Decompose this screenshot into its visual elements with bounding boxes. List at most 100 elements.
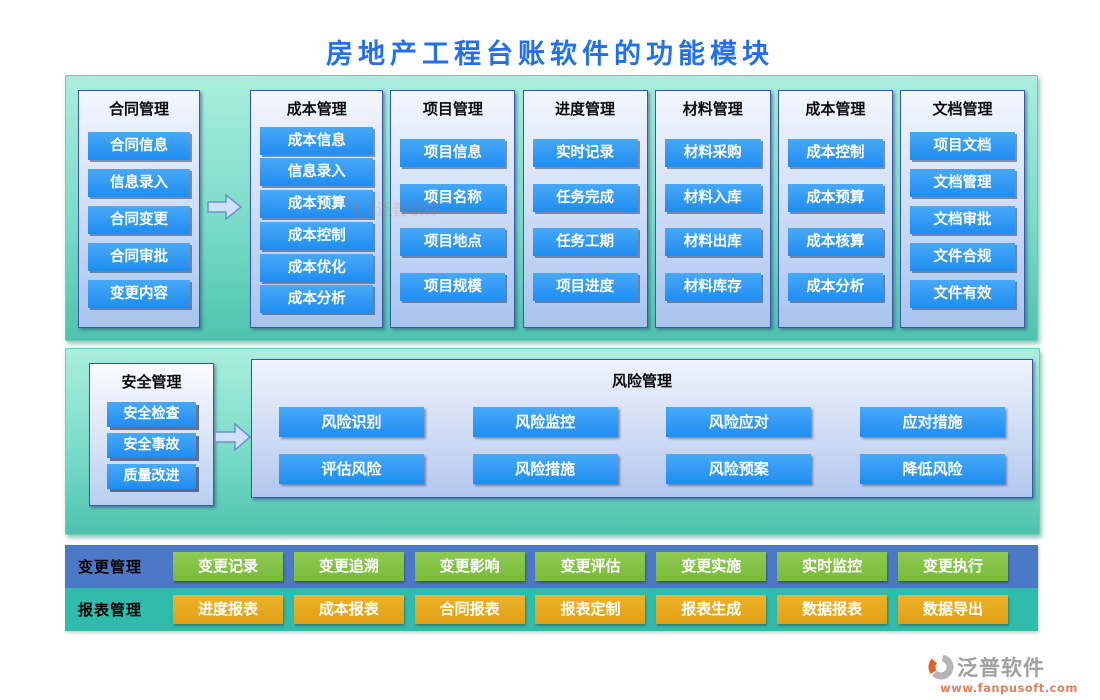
column-header: 成本管理: [286, 100, 347, 118]
flow-arrow-icon: [207, 193, 243, 221]
column-header: 文档管理: [932, 100, 993, 118]
module-item: 文件有效: [909, 280, 1015, 308]
fanpu-logo-icon: [928, 654, 954, 680]
brand-watermark: 泛普软件: [352, 196, 440, 220]
module-item: 成本分析: [260, 285, 374, 314]
module-column-cost-2: 成本管理 成本控制 成本预算 成本核算 成本分析: [777, 90, 893, 328]
module-item: 材料入库: [664, 183, 761, 212]
module-item: 合同变更: [88, 206, 190, 234]
module-item: 项目进度: [532, 272, 638, 301]
report-item: 进度报表: [173, 595, 283, 624]
panel-header: 风险管理: [611, 372, 672, 390]
module-item: 项目信息: [400, 139, 506, 168]
bar-label: 报表管理: [78, 601, 143, 619]
module-item: 成本信息: [260, 126, 374, 155]
column-items: 项目信息 项目名称 项目地点 项目规模: [391, 121, 514, 327]
risk-item: 应对措施: [859, 407, 1005, 437]
risk-item: 风险监控: [472, 407, 618, 437]
module-item: 实时记录: [532, 139, 638, 168]
risk-item: 风险应对: [666, 407, 812, 437]
column-items: 成本控制 成本预算 成本核算 成本分析: [779, 121, 892, 327]
module-item: 成本控制: [787, 139, 883, 168]
module-item: 合同信息: [88, 132, 190, 160]
module-column-project: 项目管理 项目信息 项目名称 项目地点 项目规模: [390, 90, 516, 328]
page-title: 房地产工程台账软件的功能模块: [326, 39, 774, 71]
column-header: 成本管理: [805, 100, 866, 118]
change-item: 变更实施: [656, 552, 767, 581]
module-column-cost-1: 成本管理 成本信息 信息录入 成本预算 成本控制 成本优化 成本分析: [250, 90, 384, 328]
safety-panel: 安全管理 安全检查 安全事故 质量改进: [89, 363, 214, 506]
column-items: 项目文档 文档管理 文档审批 文件合规 文件有效: [901, 121, 1024, 327]
report-item: 数据报表: [777, 595, 888, 624]
column-header: 合同管理: [108, 100, 169, 118]
watermark-text: 泛普软件: [376, 200, 441, 219]
column-header: 项目管理: [422, 100, 483, 118]
column-header: 进度管理: [555, 100, 616, 118]
safety-item: 安全检查: [107, 402, 196, 427]
module-item: 项目文档: [909, 132, 1015, 160]
module-item: 项目规模: [400, 272, 506, 301]
module-item: 任务工期: [532, 228, 638, 257]
change-management-bar: 变更管理 变更记录 变更追溯 变更影响 变更评估 变更实施 实时监控 变更执行: [65, 545, 1038, 588]
module-column-progress: 进度管理 实时记录 任务完成 任务工期 项目进度: [522, 90, 648, 328]
module-item: 文件合规: [909, 243, 1015, 271]
report-item: 报表定制: [535, 595, 646, 624]
column-items: 实时记录 任务完成 任务工期 项目进度: [524, 121, 647, 327]
module-item: 项目地点: [400, 228, 506, 257]
fanpu-logo-icon: [352, 197, 374, 219]
module-item: 成本分析: [787, 272, 883, 301]
module-item: 合同审批: [88, 243, 190, 271]
change-item: 变更影响: [414, 552, 525, 581]
module-column-document: 文档管理 项目文档 文档管理 文档审批 文件合规 文件有效: [899, 90, 1025, 328]
column-header: 材料管理: [682, 100, 743, 118]
change-item: 变更记录: [173, 552, 283, 581]
modules-band: 合同管理 合同信息 信息录入 合同变更 合同审批 变更内容 成本管理 成本信息 …: [65, 75, 1038, 341]
risk-item: 风险识别: [279, 407, 424, 437]
module-item: 变更内容: [88, 280, 190, 308]
report-item: 报表生成: [656, 595, 767, 624]
risk-items: 风险识别 风险监控 风险应对 应对措施 评估风险 风险措施 风险预案 降低风险: [252, 407, 1032, 484]
module-item: 文档管理: [909, 169, 1015, 197]
brand-website: www.fanpusoft.com: [940, 681, 1078, 695]
safety-risk-band: 安全管理 安全检查 安全事故 质量改进 风险管理 风险识别 风险监控 风险应对 …: [65, 348, 1040, 535]
module-item: 材料出库: [664, 228, 761, 257]
module-item: 项目名称: [400, 183, 506, 212]
risk-item: 降低风险: [859, 454, 1005, 484]
module-column-material: 材料管理 材料采购 材料入库 材料出库 材料库存: [654, 90, 771, 328]
module-item: 文档审批: [909, 206, 1015, 234]
module-item: 成本控制: [260, 221, 374, 250]
module-item: 信息录入: [260, 158, 374, 187]
module-item: 成本预算: [260, 190, 374, 219]
risk-panel: 风险管理 风险识别 风险监控 风险应对 应对措施 评估风险 风险措施 风险预案 …: [251, 359, 1033, 498]
module-column-contract: 合同管理 合同信息 信息录入 合同变更 合同审批 变更内容: [78, 90, 200, 328]
column-items: 成本信息 信息录入 成本预算 成本控制 成本优化 成本分析: [251, 121, 382, 327]
bar-label: 变更管理: [78, 558, 143, 576]
risk-item: 风险预案: [666, 454, 812, 484]
column-items: 合同信息 信息录入 合同变更 合同审批 变更内容: [79, 121, 199, 327]
column-items: 材料采购 材料入库 材料出库 材料库存: [656, 121, 770, 327]
report-management-bar: 报表管理 进度报表 成本报表 合同报表 报表定制 报表生成 数据报表 数据导出: [65, 588, 1038, 631]
safety-item: 安全事故: [107, 433, 196, 458]
flow-arrow-icon: [214, 422, 252, 452]
module-item: 任务完成: [532, 183, 638, 212]
module-item: 材料采购: [664, 139, 761, 168]
risk-item: 评估风险: [279, 454, 424, 484]
module-item: 信息录入: [88, 169, 190, 197]
report-item: 成本报表: [293, 595, 404, 624]
module-item: 成本核算: [787, 228, 883, 257]
panel-header: 安全管理: [121, 373, 182, 391]
brand-name: 泛普软件: [957, 656, 1045, 680]
risk-item: 风险措施: [472, 454, 618, 484]
report-item: 合同报表: [414, 595, 525, 624]
change-item: 变更评估: [535, 552, 646, 581]
module-item: 成本预算: [787, 183, 883, 212]
change-item: 变更执行: [897, 552, 1008, 581]
module-item: 成本优化: [260, 253, 374, 282]
bar-items: 进度报表 成本报表 合同报表 报表定制 报表生成 数据报表 数据导出: [173, 595, 1008, 624]
safety-item: 质量改进: [107, 464, 196, 489]
change-item: 变更追溯: [293, 552, 404, 581]
change-item: 实时监控: [777, 552, 888, 581]
module-item: 材料库存: [664, 272, 761, 301]
bar-items: 变更记录 变更追溯 变更影响 变更评估 变更实施 实时监控 变更执行: [173, 552, 1008, 581]
